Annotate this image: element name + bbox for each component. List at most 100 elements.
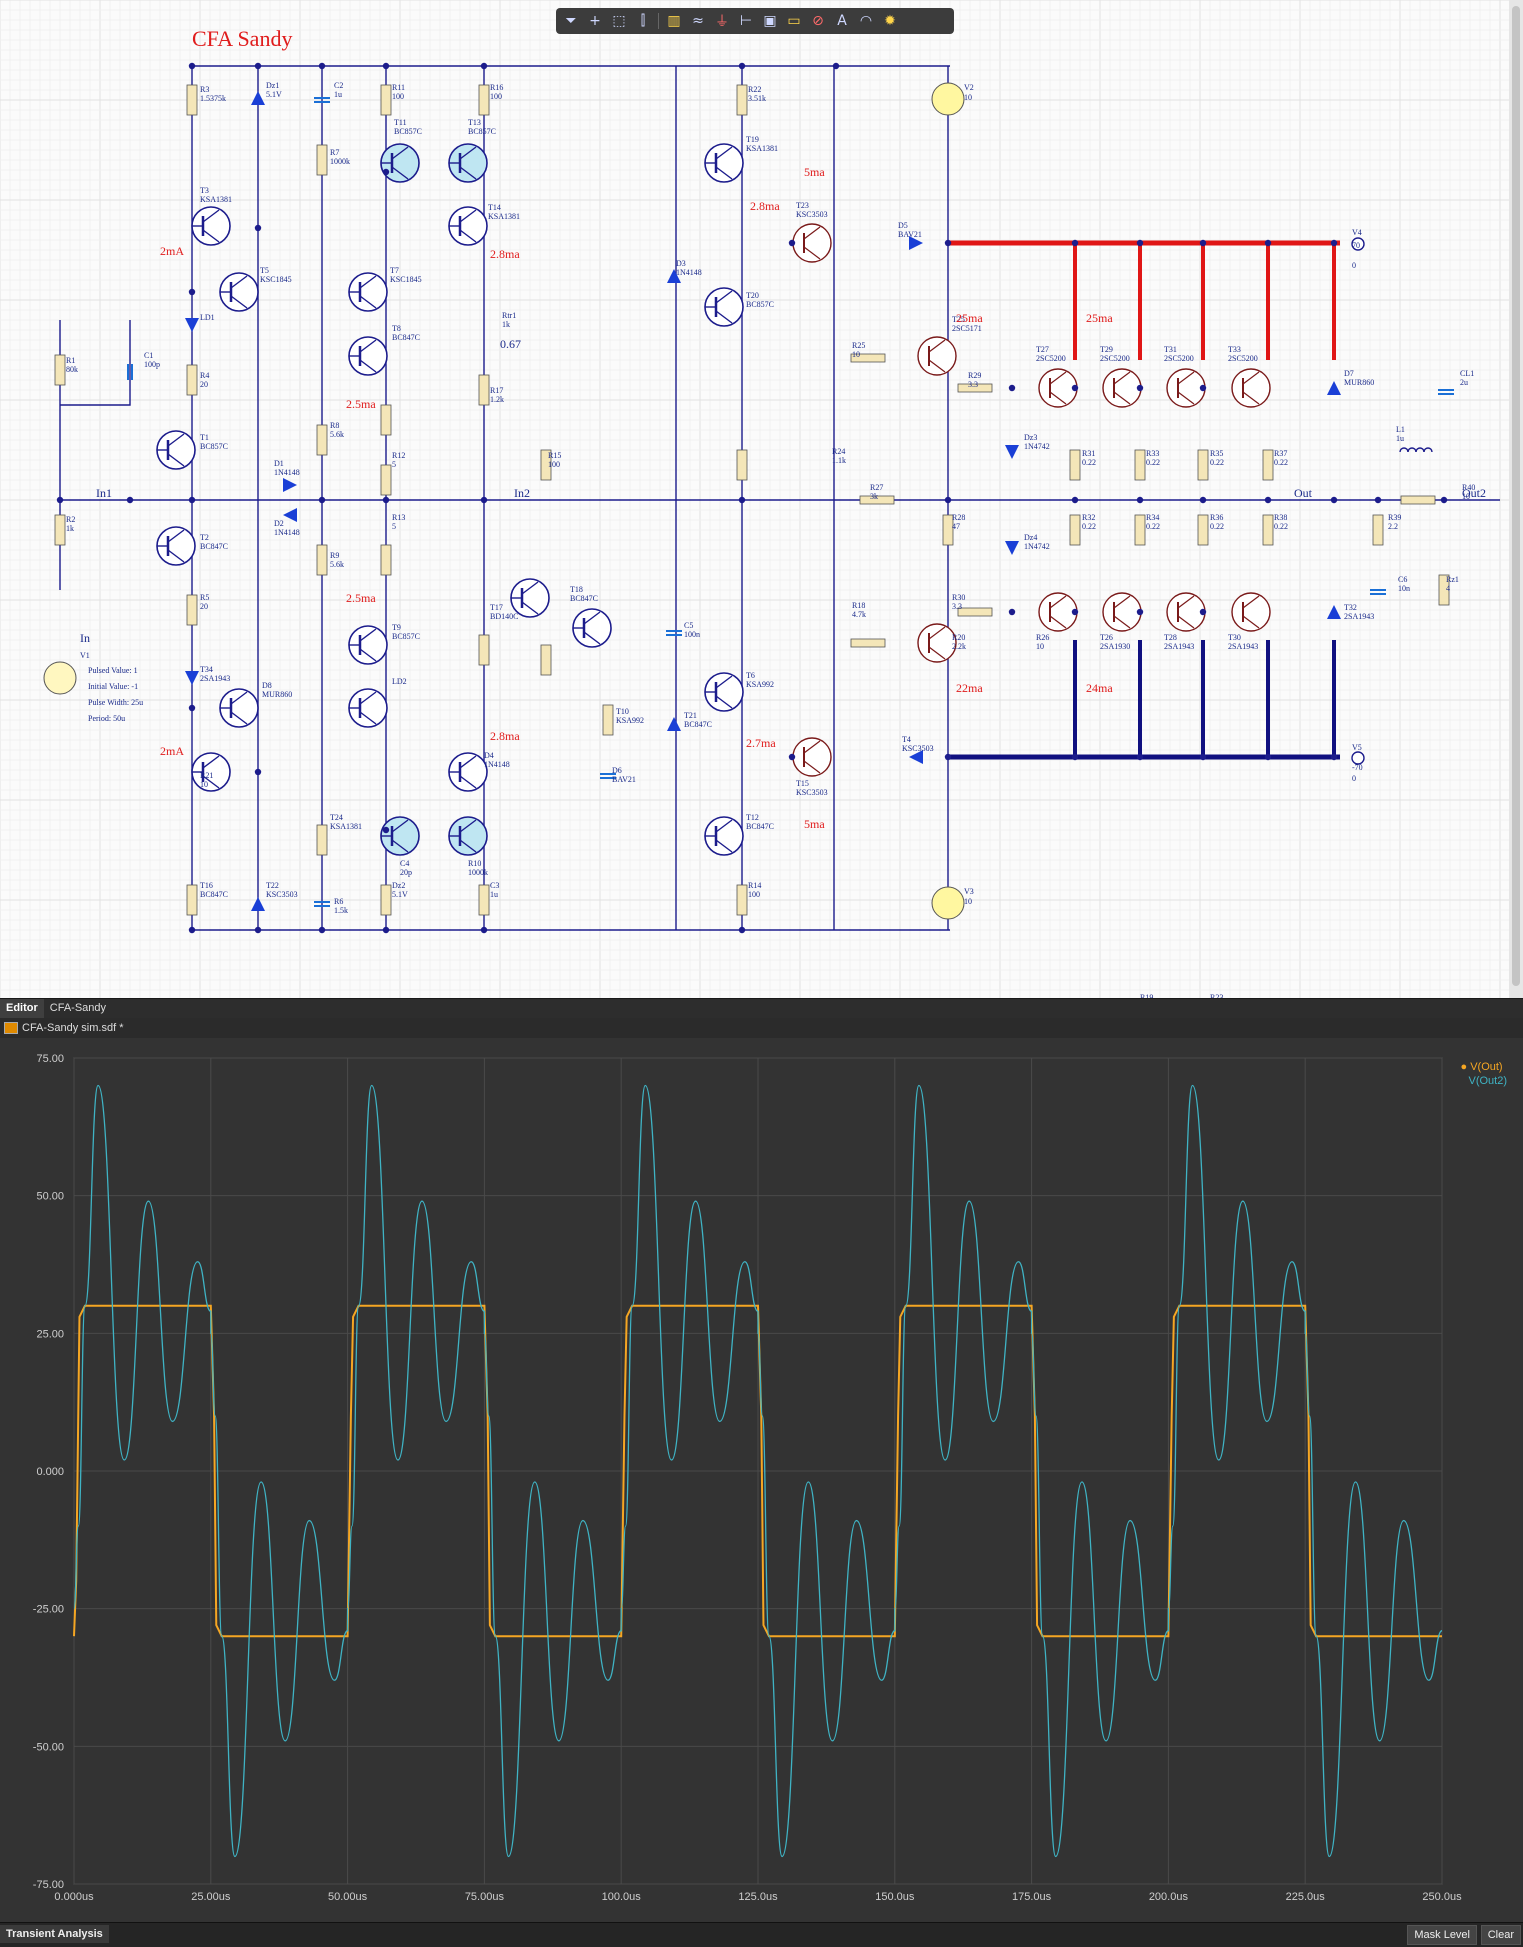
component-ref: T29 [1100,345,1113,354]
component-ref: R19 [1140,993,1153,998]
tab-editor[interactable]: Editor [0,999,44,1019]
junction-dot [832,62,840,70]
component-value: 2SA1930 [1100,642,1130,651]
add-wire-icon[interactable]: + [589,13,601,29]
compile-icon[interactable]: ▭ [787,13,801,29]
component-value: BC857C [746,300,774,309]
tab-cfa-sandy[interactable]: CFA-Sandy [49,1002,107,1014]
transistor-lead [230,275,248,289]
vertical-scrollbar[interactable] [1509,0,1523,998]
component-ref: Rz1 [1446,575,1459,584]
junction-dot [1136,753,1144,761]
component-ref: R25 [852,341,865,350]
filter-icon[interactable]: ⏷ [565,13,577,29]
component-ref: Dz3 [1024,433,1037,442]
component-value: 1N4148 [274,468,300,477]
component-ref: T31 [1164,345,1177,354]
transistor-lead [928,359,946,373]
transistor-lead [715,819,733,833]
component-ref: R17 [490,386,503,395]
diode [1327,605,1341,619]
component-value: 2SC5200 [1164,354,1194,363]
junction-dot [188,704,196,712]
sim-document-title[interactable]: CFA-Sandy sim.sdf * [22,1022,124,1034]
resistor [1400,495,1436,505]
junction-dot [1264,496,1272,504]
transistor-lead [715,675,733,689]
ground-icon[interactable]: ⏚ [715,14,729,30]
scrollbar-thumb[interactable] [1512,6,1520,986]
component-ref: R23 [1210,993,1223,998]
current-annotation: 2.7ma [746,736,776,750]
current-annotation: 5ma [804,165,825,179]
port-icon[interactable]: ⊢ [739,13,753,29]
legend-item-vout2[interactable]: V(Out2) [1460,1074,1507,1088]
sim-document-header: CFA-Sandy sim.sdf * [0,1018,1523,1038]
port-value: -70 [1352,763,1363,772]
clear-button[interactable]: Clear [1480,1925,1521,1945]
transistor-lead [928,646,946,660]
legend-label-vout2: V(Out2) [1468,1075,1507,1087]
source-ref: V1 [80,651,90,660]
probe-icon[interactable]: ⊘ [812,13,824,29]
component-value: KSA1381 [200,195,232,204]
y-tick-label: 75.00 [36,1053,64,1065]
source-param: Pulsed Value: 1 [88,666,138,675]
component-value: 3k [870,492,878,501]
resistor [602,704,614,736]
component-ref: D1 [274,459,284,468]
junction-dot [188,62,196,70]
component-icon[interactable]: ▥ [667,13,681,29]
align-icon[interactable]: ⫿ [640,13,646,29]
power-transistor [1166,592,1206,632]
power-transistor [792,737,832,777]
power-transistor [1102,592,1142,632]
resistor [1262,514,1274,546]
component-ref: T23 [796,201,809,210]
net-label: Out [1294,486,1313,500]
transistor-lead [359,711,377,725]
highlight-icon[interactable]: ✹ [884,13,896,29]
transistor-lead [391,166,409,180]
component-value: 2SC5200 [1036,354,1066,363]
parameter-icon[interactable]: ▣ [763,13,777,29]
schematic-canvas[interactable]: CFA SandyR31.5375kDz15.1VC21uR11100R1610… [0,0,1509,998]
port-value: 70 [1352,241,1360,250]
transistor-lead [459,146,477,160]
component-value: KSC3503 [796,788,828,797]
transistor-lead [202,229,220,243]
junction-dot [1264,753,1272,761]
port-label: V5 [1352,743,1362,752]
component-ref: R18 [852,601,865,610]
net-icon[interactable]: ≈ [692,13,704,29]
component-value: BC857C [392,632,420,641]
select-icon[interactable]: ⬚ [612,13,626,29]
transistor-lead [230,711,248,725]
diode [283,478,297,492]
mask-level-button[interactable]: Mask Level [1407,1925,1477,1945]
resistor [850,638,886,648]
junction-dot [318,926,326,934]
resistor [850,353,886,363]
component-ref: T8 [392,324,401,333]
legend-item-vout[interactable]: ● V(Out) [1460,1061,1503,1073]
current-annotation: 25ma [956,311,983,325]
transistor-lead [359,628,377,642]
transistor-lead [391,839,409,853]
current-annotation: 22ma [956,681,983,695]
resistor [316,544,328,576]
transistor-lead [459,229,477,243]
diode [283,508,297,522]
arc-icon[interactable]: ◠ [859,13,873,29]
component-ref: T5 [260,266,269,275]
component-value: 1000k [468,868,488,877]
junction-dot [1008,608,1016,616]
tab-transient-analysis[interactable]: Transient Analysis [0,1925,109,1943]
component-ref: R34 [1146,513,1159,522]
power-transistor [792,223,832,263]
text-icon[interactable]: A [837,13,847,29]
component-value: 0.22 [1210,522,1224,531]
